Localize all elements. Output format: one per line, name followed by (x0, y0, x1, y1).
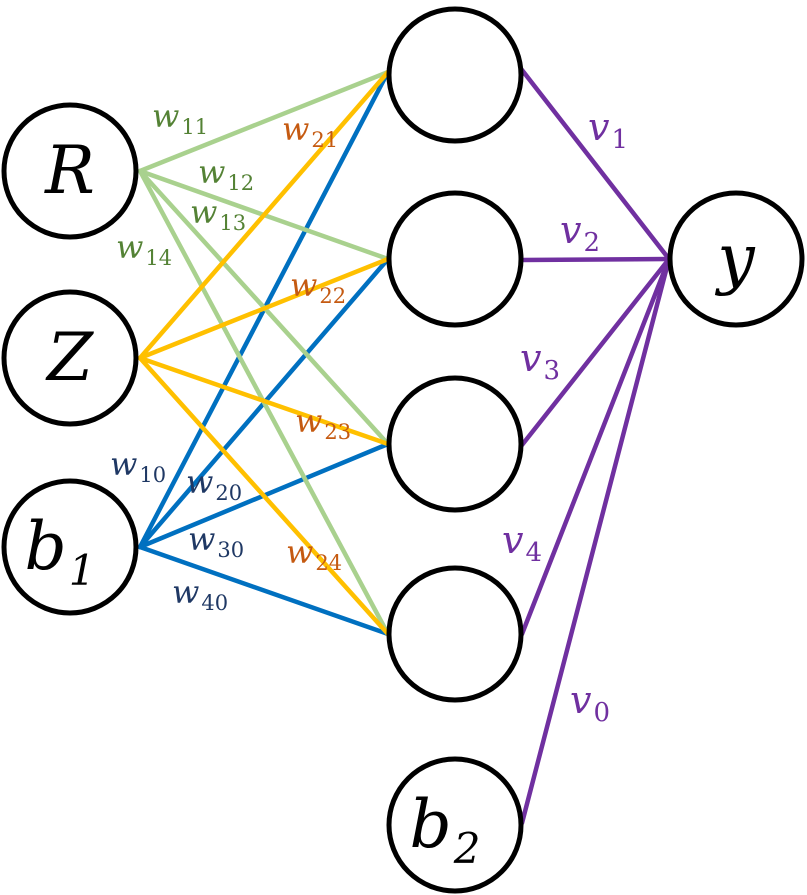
edge-Z-to-hidden-3 (137, 355, 391, 447)
weight-label-v0: v0 (570, 678, 610, 728)
node-b1-subscript: 1 (69, 546, 96, 595)
weight-label-v1: v1 (588, 105, 628, 155)
weight-label-w10-base: w (110, 445, 137, 483)
weight-label-w23: w23 (295, 402, 351, 444)
weight-label-w24-base: w (286, 533, 313, 571)
weight-label-w30-base: w (188, 520, 215, 558)
node-b2-subscript: 2 (453, 824, 481, 873)
node-y: y (667, 190, 805, 328)
weight-label-w21-subscript: 21 (311, 128, 338, 152)
edge-h4-to-output (519, 256, 672, 637)
node-b1: b1 (1, 478, 139, 616)
node-b2-label: b2 (410, 786, 481, 873)
weight-label-v2-base: v (560, 208, 582, 252)
weight-label-v1-base: v (588, 105, 610, 149)
weight-label-w13-subscript: 13 (219, 211, 246, 235)
weight-label-w12: w12 (198, 153, 254, 195)
weight-label-v4-base: v (502, 518, 524, 562)
edge-Z-to-hidden-1 (137, 69, 391, 361)
node-y-label: y (714, 220, 755, 297)
edge-h2-to-output (519, 256, 672, 263)
weight-label-w13-base: w (190, 193, 217, 231)
weight-label-w11-subscript: 11 (181, 115, 208, 139)
node-h1 (386, 6, 524, 144)
nodes-group: R Zb1 b2 y (1, 6, 805, 894)
weight-label-w20-base: w (186, 463, 213, 501)
weight-label-w10-subscript: 10 (139, 463, 166, 487)
node-h1-circle (386, 6, 524, 144)
weight-label-w40-base: w (172, 573, 199, 611)
weight-label-w30-subscript: 30 (217, 538, 244, 562)
node-h2-circle (386, 190, 524, 328)
weight-label-w12-subscript: 12 (227, 171, 254, 195)
weight-label-v0-base: v (570, 678, 592, 722)
weight-label-v3: v3 (520, 336, 560, 386)
node-b1-label: b1 (25, 508, 96, 595)
weight-label-w20: w20 (186, 463, 242, 505)
weight-label-w24-subscript: 24 (315, 551, 342, 575)
weight-label-w22-subscript: 22 (319, 284, 346, 308)
weight-label-v1-subscript: 1 (611, 125, 628, 155)
edge-h1-to-output (519, 67, 672, 262)
weight-label-w30: w30 (188, 520, 244, 562)
weight-label-w24: w24 (286, 533, 342, 575)
weight-label-v3-subscript: 3 (543, 356, 560, 386)
edge-Z-to-hidden-4 (137, 355, 391, 637)
node-b1-circle (1, 478, 139, 616)
node-Z-label: Z (45, 319, 94, 396)
node-h4-circle (386, 565, 524, 703)
node-b2: b2 (386, 756, 524, 894)
weight-label-v0-subscript: 0 (593, 698, 610, 728)
weight-label-w21-base: w (282, 110, 309, 148)
weight-label-v4-subscript: 4 (525, 538, 542, 568)
node-b2-circle (386, 756, 524, 894)
weight-label-w20-subscript: 20 (215, 481, 242, 505)
weight-label-w11-base: w (152, 97, 179, 135)
edge-Z-to-hidden-2 (137, 256, 391, 361)
edges-group (137, 67, 672, 826)
weight-label-v3-base: v (520, 336, 542, 380)
weight-label-w21: w21 (282, 110, 338, 152)
weight-label-v4: v4 (502, 518, 542, 568)
node-h3-circle (386, 375, 524, 513)
weight-label-w12-base: w (198, 153, 225, 191)
node-h2 (386, 190, 524, 328)
edge-R-to-hidden-1 (137, 69, 391, 174)
weight-label-w14-subscript: 14 (145, 246, 172, 270)
weight-label-w23-base: w (295, 402, 322, 440)
edge-b2-to-output (519, 256, 672, 826)
weight-label-w10: w10 (110, 445, 166, 487)
weight-label-w22-base: w (290, 266, 317, 304)
weight-label-w22: w22 (290, 266, 346, 308)
weight-label-v2-subscript: 2 (583, 228, 600, 258)
weight-label-w40-subscript: 40 (201, 591, 228, 615)
weight-label-w13: w13 (190, 193, 246, 235)
node-y-circle (667, 190, 805, 328)
node-R-label: R (44, 132, 95, 209)
node-R: R (1, 102, 139, 240)
edge-b1-to-hidden-4 (137, 544, 391, 637)
weight-label-w14-base: w (116, 228, 143, 266)
node-R-circle (1, 102, 139, 240)
node-Z: Z (1, 289, 139, 427)
weight-label-w11: w11 (152, 97, 208, 139)
weight-label-w40: w40 (172, 573, 228, 615)
node-h4 (386, 565, 524, 703)
weight-label-v2: v2 (560, 208, 600, 258)
weight-label-w14: w14 (116, 228, 172, 270)
edge-h3-to-output (519, 256, 672, 448)
node-h3 (386, 375, 524, 513)
node-Z-circle (1, 289, 139, 427)
weight-label-w23-subscript: 23 (324, 420, 351, 444)
